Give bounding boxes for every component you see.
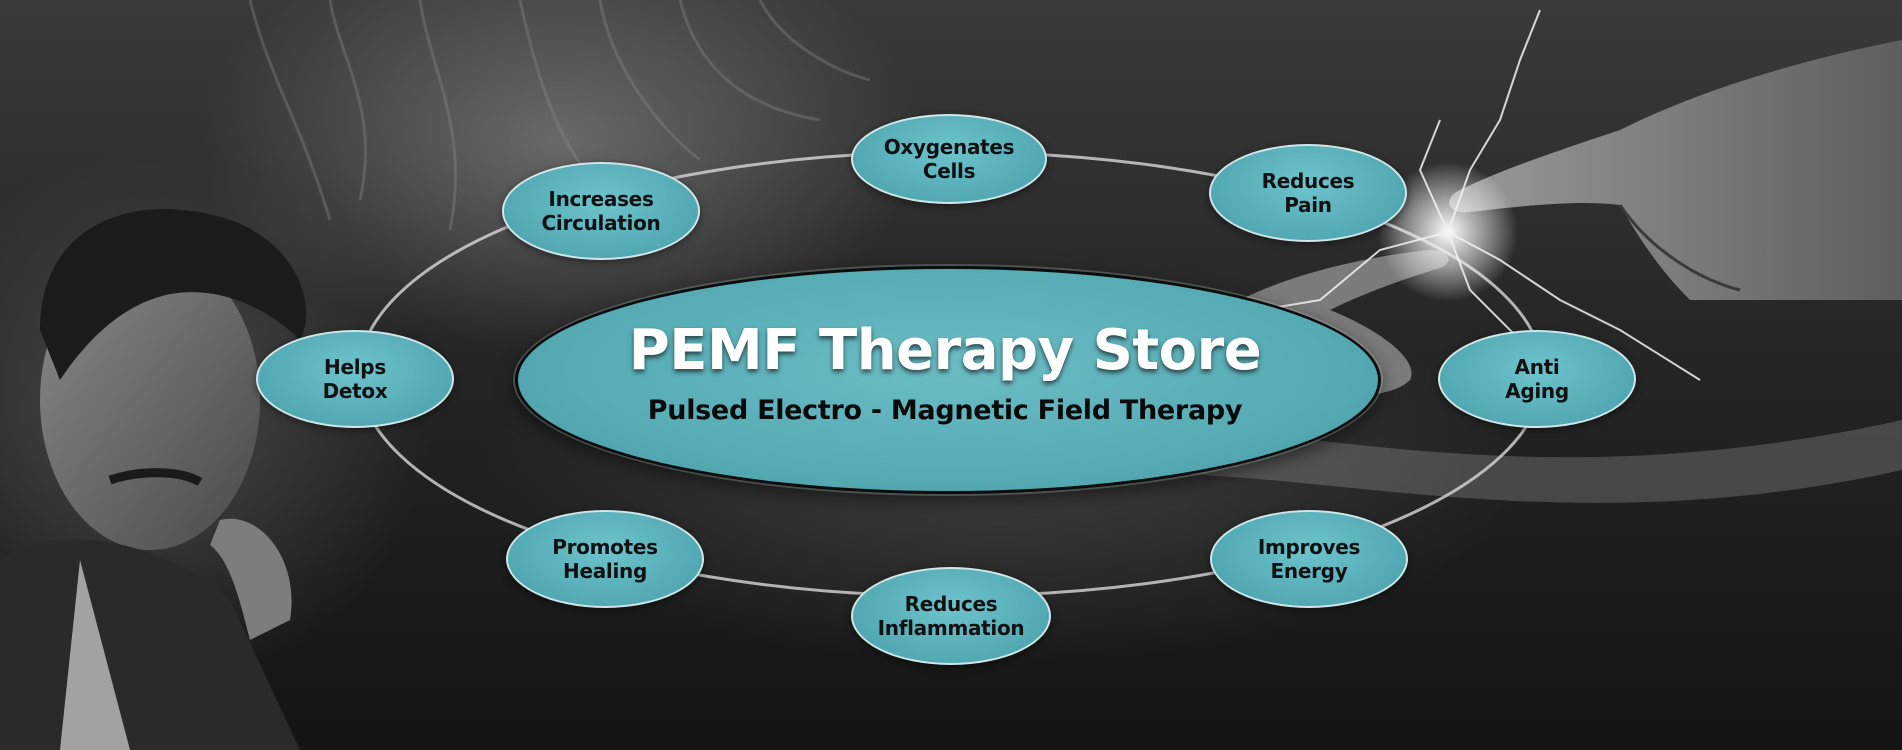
page-subtitle: Pulsed Electro - Magnetic Field Therapy [647,395,1243,426]
benefit-reduces-pain: Reduces Pain [1209,144,1407,242]
benefit-reduces-inflammation: Reduces Inflammation [851,567,1051,665]
benefit-promotes-healing: Promotes Healing [506,510,704,608]
benefit-improves-energy: Improves Energy [1210,510,1408,608]
title-ellipse [515,266,1381,494]
benefit-anti-aging: Anti Aging [1438,330,1636,428]
benefit-increases-circulation: Increases Circulation [502,162,700,260]
benefit-helps-detox: Helps Detox [256,330,454,428]
benefit-oxygenates-cells: Oxygenates Cells [851,114,1047,204]
portrait-illustration [0,209,307,750]
roots-texture [248,0,871,231]
page-title: PEMF Therapy Store [628,318,1262,383]
